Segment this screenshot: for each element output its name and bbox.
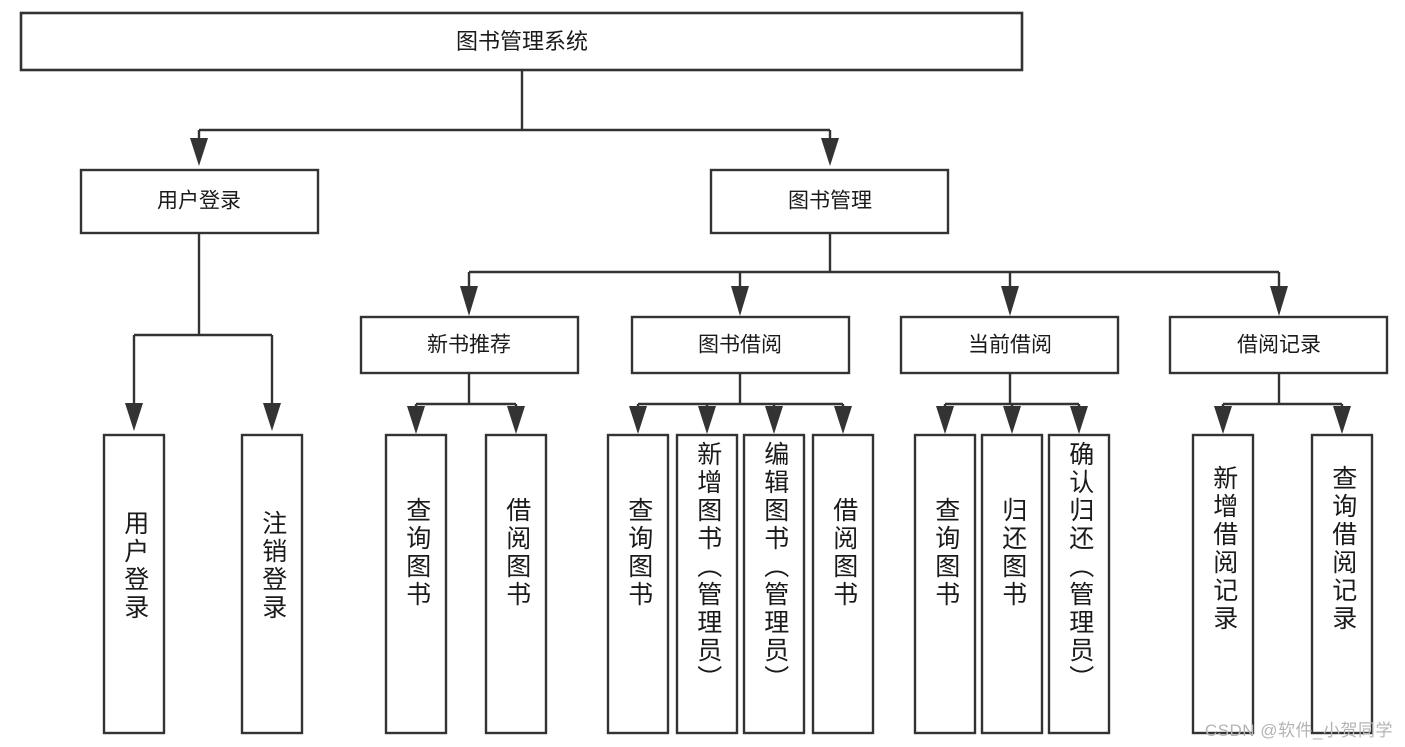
watermark-csdn: CSDN @软件_小贺同学 — [1204, 721, 1393, 740]
leaf-box-book-borrow-2[interactable] — [742, 433, 806, 735]
node-new-book-recommend-box[interactable] — [359, 315, 580, 375]
leaf-box-borrow-records-0[interactable] — [1191, 433, 1255, 735]
connector-group-root — [190, 70, 839, 166]
leaf-box-book-borrow-0[interactable] — [606, 433, 670, 735]
leaf-box-user-login-0[interactable] — [102, 433, 166, 735]
arrowhead-bb-leaf-2 — [765, 406, 783, 434]
connector-group-book-borrow — [629, 373, 852, 434]
connector-group-borrow-records — [1214, 373, 1351, 434]
node-current-borrow-label: 当前借阅 — [968, 334, 1052, 357]
arrowhead-user-login-leaf-1 — [263, 403, 281, 431]
arrowhead-br-leaf-0 — [1214, 406, 1232, 434]
arrowhead-br-leaf-1 — [1333, 406, 1351, 434]
node-borrow-records[interactable]: 借阅记录 — [1168, 315, 1389, 375]
arrowhead-cb-leaf-2 — [1070, 406, 1088, 434]
leaf-box-user-login-1[interactable] — [240, 433, 304, 735]
node-book-management[interactable]: 图书管理 — [709, 168, 950, 235]
node-book-borrow[interactable]: 图书借阅 — [630, 315, 851, 375]
leaf-box-book-borrow-3[interactable] — [811, 433, 875, 735]
node-new-book-recommend[interactable]: 新书推荐 — [359, 315, 580, 375]
connector-group-book-mgmt — [460, 233, 1288, 316]
leaf-box-book-borrow-1[interactable] — [675, 433, 739, 735]
arrowhead-bb-leaf-3 — [834, 406, 852, 434]
arrowhead-new-book-recommend — [460, 286, 478, 316]
arrowhead-current-borrow — [1001, 286, 1019, 316]
node-book-management-box[interactable] — [709, 168, 950, 235]
leaf-box-current-borrow-2[interactable] — [1047, 433, 1111, 735]
arrowhead-bb-leaf-1 — [698, 406, 716, 434]
node-book-borrow-box[interactable] — [630, 315, 851, 375]
node-user-login-label: 用户登录 — [157, 190, 241, 213]
arrowhead-user-login-leaf-0 — [125, 403, 143, 431]
node-borrow-records-label: 借阅记录 — [1237, 334, 1321, 357]
arrowhead-book-mgmt — [821, 138, 839, 166]
connector-group-user-login — [125, 233, 281, 431]
arrowhead-nbr-leaf-1 — [507, 406, 525, 434]
node-book-borrow-label: 图书借阅 — [698, 334, 782, 357]
connector-group-current-borrow — [936, 373, 1088, 434]
leaf-box-new-book-recommend-0[interactable] — [384, 433, 448, 735]
arrowhead-borrow-records — [1270, 286, 1288, 316]
node-root[interactable]: 图书管理系统 — [19, 11, 1024, 72]
node-root-box[interactable] — [19, 11, 1024, 72]
node-user-login-box[interactable] — [79, 168, 320, 235]
arrowhead-bb-leaf-0 — [629, 406, 647, 434]
connector-group-new-book-recommend — [407, 373, 525, 434]
node-current-borrow[interactable]: 当前借阅 — [899, 315, 1120, 375]
arrowhead-cb-leaf-0 — [936, 406, 954, 434]
node-user-login[interactable]: 用户登录 — [79, 168, 320, 235]
node-current-borrow-box[interactable] — [899, 315, 1120, 375]
arrowhead-nbr-leaf-0 — [407, 406, 425, 434]
leaf-box-borrow-records-1[interactable] — [1310, 433, 1374, 735]
leaf-box-current-borrow-0[interactable] — [913, 433, 977, 735]
arrowhead-cb-leaf-1 — [1003, 406, 1021, 434]
node-book-management-label: 图书管理 — [788, 190, 872, 213]
leaf-box-current-borrow-1[interactable] — [980, 433, 1044, 735]
leaf-box-new-book-recommend-1[interactable] — [484, 433, 548, 735]
arrowhead-book-borrow — [731, 286, 749, 316]
arrowhead-user-login — [190, 138, 208, 166]
node-borrow-records-box[interactable] — [1168, 315, 1389, 375]
node-new-book-recommend-label: 新书推荐 — [427, 334, 511, 357]
node-root-label: 图书管理系统 — [456, 29, 588, 54]
